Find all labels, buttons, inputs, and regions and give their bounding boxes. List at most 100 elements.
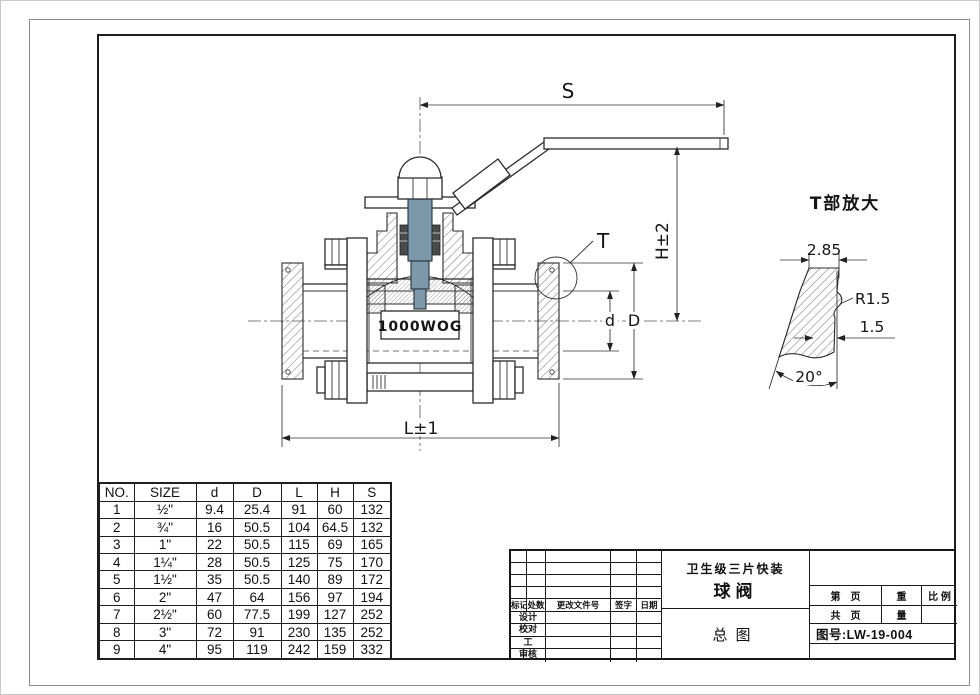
rev-header: 日期 — [637, 599, 661, 612]
dome-cap-nut — [398, 156, 442, 179]
dimension-h: H±2 — [653, 146, 680, 322]
dim-d-big-label: D — [628, 311, 640, 330]
col-header: S — [352, 482, 392, 502]
size-table-header: NO. SIZE d D L H S — [98, 482, 392, 502]
col-header: H — [316, 482, 354, 502]
info-empty-box — [810, 551, 956, 586]
hex-bolt-top-left — [324, 238, 348, 266]
role-label: 设计 — [511, 612, 546, 625]
clamp-plate-left — [346, 237, 368, 404]
stem — [407, 198, 433, 310]
scale-label: 比 例 — [922, 586, 957, 606]
info-row-2: 共 页 量 — [810, 606, 957, 624]
ferrule-lip-section — [778, 267, 843, 359]
detail-dim-thickness-label: 1.5 — [860, 318, 885, 336]
drawing-number: 图号:LW-19-004 — [810, 624, 956, 644]
ferrule-right — [537, 262, 560, 380]
role-row: 校对 — [511, 624, 661, 637]
info-row-1: 第 页 重 比 例 — [810, 586, 957, 606]
detail-dim-radius: R1.5 — [839, 290, 890, 308]
detail-dim-thickness: 1.5 — [794, 318, 895, 341]
col-header: d — [195, 482, 234, 502]
dim-s-label: S — [562, 79, 575, 103]
main-view: 1000WOG T S H±2 — [248, 79, 729, 451]
rev-header: 处数 — [527, 599, 546, 612]
role-row: 设计 — [511, 612, 661, 625]
role-row: 审核 — [511, 649, 661, 662]
pressure-marking: 1000WOG — [378, 310, 463, 340]
revision-row — [511, 575, 661, 587]
body-marking-text: 1000WOG — [378, 319, 463, 335]
stem-nut — [397, 156, 443, 200]
hex-nut-bottom-right — [492, 360, 516, 400]
packing-right — [431, 224, 441, 256]
ferrules — [281, 262, 560, 380]
clamp-hardware — [316, 237, 524, 404]
seat-left — [366, 284, 386, 314]
detail-title: T部放大 — [810, 193, 881, 214]
clamp-plate-right — [472, 237, 494, 404]
packing-left — [399, 224, 409, 256]
detail-dim-angle-label: 20° — [795, 368, 822, 386]
revision-row — [511, 563, 661, 575]
hex-bolt-top-right — [492, 238, 516, 266]
rev-header: 标记 — [511, 599, 527, 612]
col-header: SIZE — [133, 482, 197, 502]
seat-right — [454, 284, 474, 314]
revision-row — [511, 551, 661, 563]
handle-bar — [543, 137, 729, 150]
dim-h-label: H±2 — [653, 222, 673, 260]
body-bolt-shaft — [366, 372, 474, 392]
total-pages-label: 共 页 — [810, 606, 882, 624]
dimension-d-big: D — [563, 262, 643, 380]
detail-ref-label: T — [596, 229, 610, 253]
sheet-outer-border — [29, 19, 970, 686]
rev-header: 更改文件号 — [546, 599, 611, 612]
title-block-revision-area: 标记 处数 更改文件号 签字 日期 设计 校对 工 审核 — [511, 551, 661, 662]
info-empty-bottom — [810, 644, 956, 660]
role-label: 校对 — [511, 624, 546, 637]
dimension-d-small: d — [563, 290, 619, 352]
dim-d-small-label: d — [605, 311, 615, 330]
page-label: 第 页 — [810, 586, 882, 606]
detail-view: T部放大 2.85 R1.5 1. — [768, 193, 895, 390]
weight-label-bottom: 量 — [882, 606, 922, 624]
product-name-line2: 球阀 — [713, 582, 758, 601]
rev-header: 签字 — [611, 599, 637, 612]
col-header: D — [232, 482, 282, 502]
role-row: 工 — [511, 636, 661, 650]
title-block-name-area: 卫生级三片快装 球阀 总图 — [661, 551, 809, 658]
weight-label-top: 重 — [882, 586, 922, 606]
detail-dim-width: 2.85 — [780, 241, 867, 278]
title-block-info-area: 第 页 重 比 例 共 页 量 图号:LW-19-004 — [809, 551, 957, 660]
detail-dim-width-label: 2.85 — [807, 241, 842, 259]
product-name: 卫生级三片快装 球阀 — [662, 551, 809, 609]
ferrule-left — [281, 262, 304, 380]
detail-dim-radius-label: R1.5 — [855, 290, 890, 308]
product-name-line1: 卫生级三片快装 — [686, 562, 785, 576]
view-name: 总图 — [712, 627, 759, 644]
dimension-s: S — [419, 79, 725, 135]
handle — [451, 137, 729, 216]
detail-reference: T — [534, 229, 610, 300]
col-header: L — [280, 482, 318, 502]
title-block: 标记 处数 更改文件号 签字 日期 设计 校对 工 审核 — [509, 549, 957, 662]
detail-dim-angle: 20° — [775, 368, 838, 388]
role-label: 工 — [511, 636, 546, 650]
revision-header-row: 标记 处数 更改文件号 签字 日期 — [511, 599, 661, 612]
col-header: NO. — [98, 482, 135, 502]
dim-l-label: L±1 — [404, 419, 439, 439]
detail-circle — [534, 256, 578, 300]
dimension-l: L±1 — [281, 383, 560, 447]
